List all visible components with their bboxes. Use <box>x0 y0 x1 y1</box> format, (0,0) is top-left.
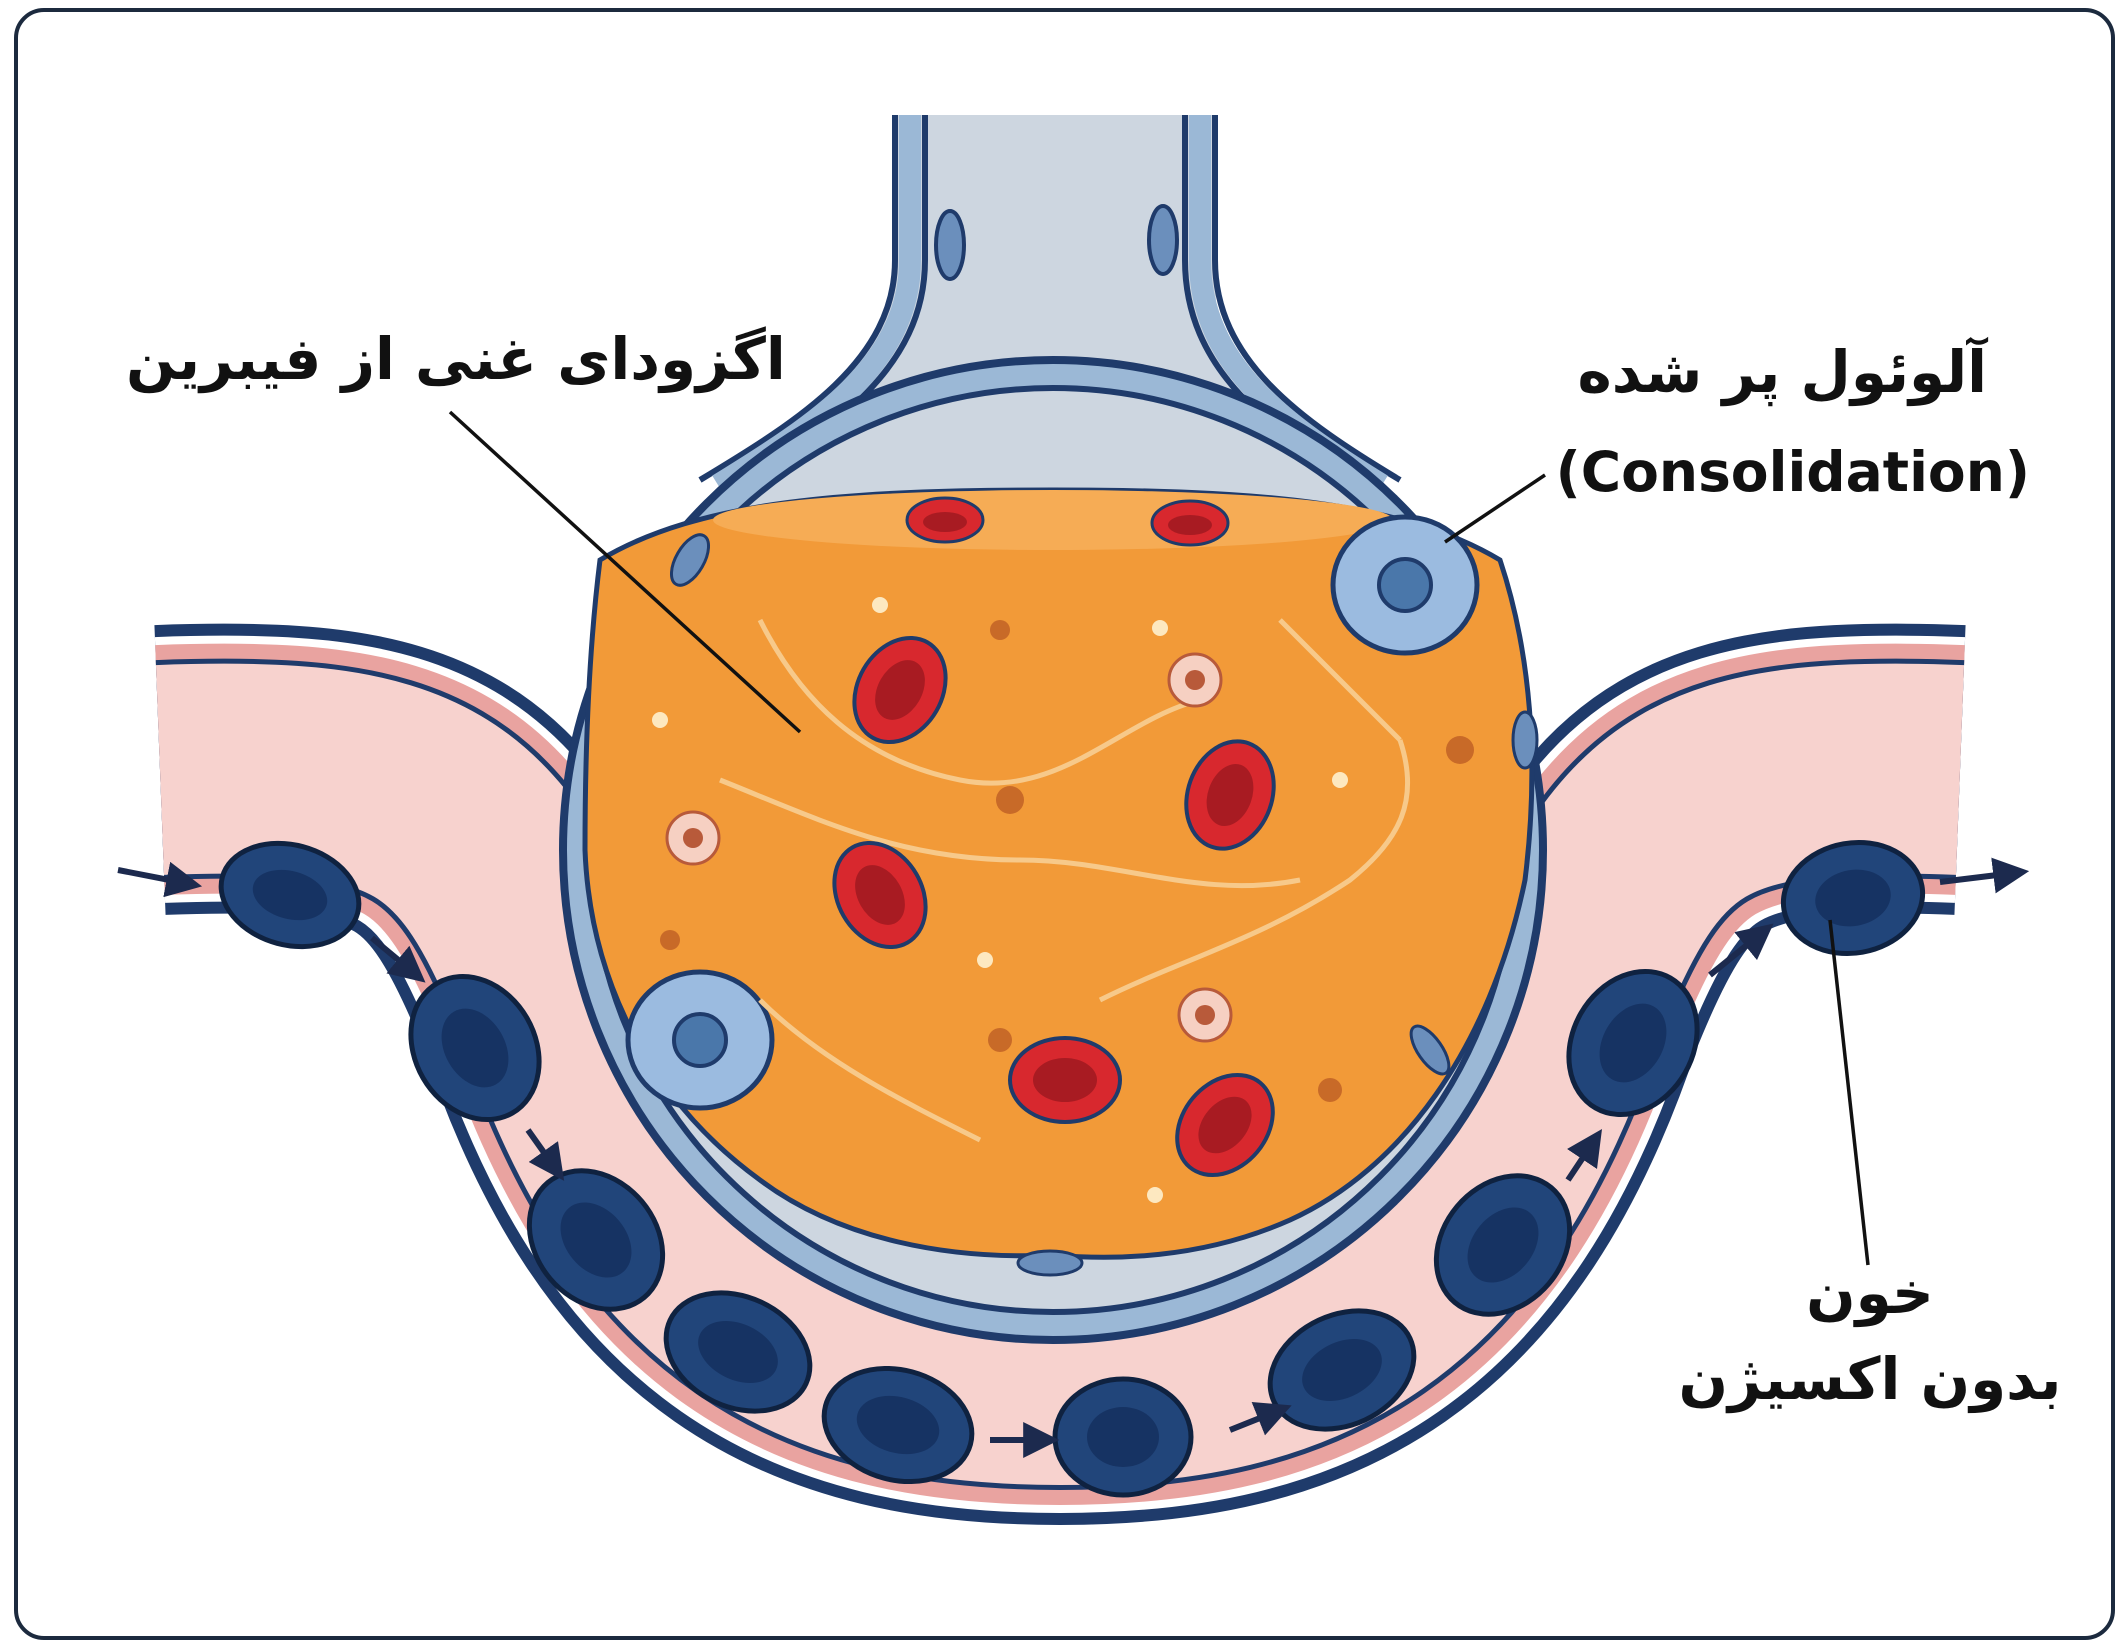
white-blood-cell <box>1169 654 1221 706</box>
alveolus <box>563 360 1543 1340</box>
label-fibrin-exudate: اگزودای غنی از فیبرین <box>126 325 786 393</box>
white-blood-cell <box>667 812 719 864</box>
label-consolidation: (Consolidation) <box>1556 440 2030 504</box>
white-blood-cell <box>1179 989 1231 1041</box>
red-blood-cell <box>907 498 983 542</box>
label-deoxygenated-blood: خون بدون اکسیژن <box>1660 1250 2080 1422</box>
label-filled-alveolus: آلوئول پر شده <box>1577 338 1987 406</box>
label-blood-line2: بدون اکسیژن <box>1660 1336 2080 1422</box>
label-blood-line1: خون <box>1660 1250 2080 1336</box>
red-blood-cell <box>1152 501 1228 545</box>
pneumocyte-cell <box>1333 517 1477 653</box>
pneumocyte-cell <box>628 972 772 1108</box>
red-blood-cell <box>1010 1038 1120 1122</box>
deoxygenated-rbc <box>1055 1379 1191 1495</box>
